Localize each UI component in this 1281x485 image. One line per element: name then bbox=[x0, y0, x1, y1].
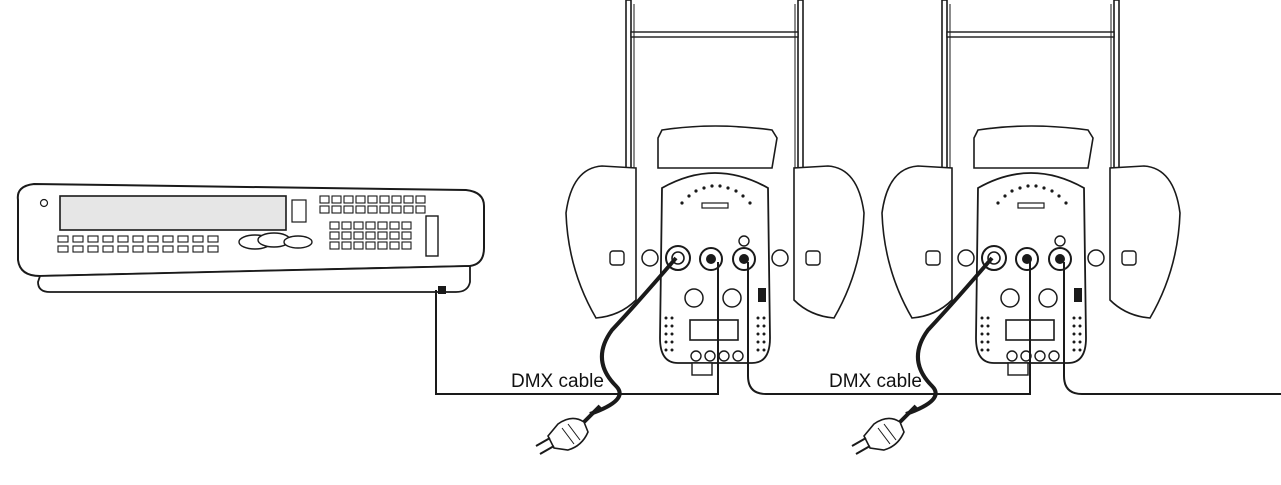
controller-key bbox=[162, 235, 174, 243]
controller-key bbox=[403, 195, 414, 204]
power-plug-1 bbox=[534, 404, 602, 456]
controller-key bbox=[57, 245, 69, 253]
controller-key bbox=[341, 231, 352, 240]
controller-key bbox=[72, 235, 84, 243]
controller-key bbox=[343, 195, 354, 204]
controller-key bbox=[377, 231, 388, 240]
controller-key bbox=[117, 235, 129, 243]
controller-key bbox=[365, 241, 376, 250]
controller-key bbox=[401, 231, 412, 240]
controller-buttons bbox=[57, 195, 426, 253]
controller-key bbox=[147, 245, 159, 253]
controller-key bbox=[102, 235, 114, 243]
controller-key bbox=[415, 205, 426, 214]
dmx-controller bbox=[16, 182, 485, 294]
dmx-cable-label-2: DMX cable bbox=[829, 371, 922, 392]
controller-key bbox=[177, 235, 189, 243]
controller-key bbox=[355, 205, 366, 214]
controller-key bbox=[365, 231, 376, 240]
controller-key bbox=[87, 245, 99, 253]
controller-key bbox=[353, 241, 364, 250]
controller-key bbox=[117, 245, 129, 253]
controller-key bbox=[415, 195, 426, 204]
controller-key bbox=[132, 245, 144, 253]
controller-key bbox=[353, 221, 364, 230]
controller-key bbox=[355, 195, 366, 204]
controller-key bbox=[377, 221, 388, 230]
controller-key bbox=[87, 235, 99, 243]
controller-key bbox=[72, 245, 84, 253]
controller-key bbox=[365, 221, 376, 230]
controller-key bbox=[389, 241, 400, 250]
controller-key bbox=[391, 195, 402, 204]
controller-key bbox=[377, 241, 388, 250]
controller-key bbox=[341, 221, 352, 230]
controller-key bbox=[341, 241, 352, 250]
power-cables bbox=[589, 256, 994, 416]
controller-key bbox=[329, 241, 340, 250]
controller-key bbox=[367, 195, 378, 204]
controller-key bbox=[379, 205, 390, 214]
controller-key bbox=[132, 235, 144, 243]
controller-key bbox=[319, 195, 330, 204]
controller-key bbox=[343, 205, 354, 214]
controller-key bbox=[329, 221, 340, 230]
controller-key bbox=[389, 221, 400, 230]
controller-key bbox=[207, 245, 219, 253]
controller-key bbox=[401, 241, 412, 250]
controller-key bbox=[401, 221, 412, 230]
controller-key bbox=[177, 245, 189, 253]
controller-key bbox=[379, 195, 390, 204]
fixture-1 bbox=[565, 0, 865, 376]
controller-key bbox=[57, 235, 69, 243]
power-plug-2 bbox=[850, 404, 918, 456]
controller-key bbox=[331, 195, 342, 204]
dmx-cable-label-1: DMX cable bbox=[511, 371, 604, 392]
controller-key bbox=[192, 235, 204, 243]
controller-key bbox=[319, 205, 330, 214]
controller-key bbox=[403, 205, 414, 214]
controller-key bbox=[331, 205, 342, 214]
controller-key bbox=[391, 205, 402, 214]
controller-key bbox=[353, 231, 364, 240]
controller-key bbox=[162, 245, 174, 253]
controller-key bbox=[207, 235, 219, 243]
controller-key bbox=[367, 205, 378, 214]
controller-key bbox=[102, 245, 114, 253]
controller-key bbox=[329, 231, 340, 240]
controller-key bbox=[147, 235, 159, 243]
dmx-cable-run bbox=[435, 262, 1281, 395]
controller-key bbox=[389, 231, 400, 240]
controller-key bbox=[192, 245, 204, 253]
